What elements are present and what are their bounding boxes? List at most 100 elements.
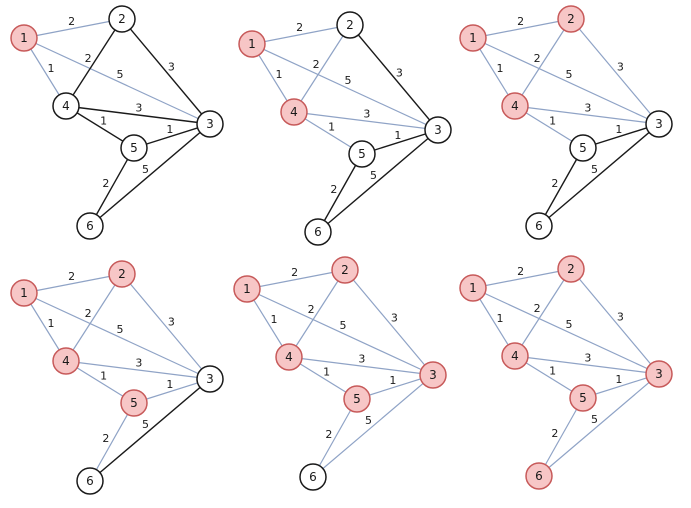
- edge-weight-5-3: 1: [166, 123, 173, 136]
- node-label-2: 2: [567, 12, 575, 26]
- edge-weight-2-4: 2: [313, 58, 320, 71]
- edge-2-3: [121, 18, 211, 125]
- node-3: [196, 365, 224, 393]
- edge-2-4: [514, 18, 572, 107]
- edge-weight-1-3: 5: [344, 74, 351, 87]
- node-2-visited: [557, 5, 585, 33]
- edge-2-3: [121, 273, 211, 380]
- node-3: [645, 110, 673, 138]
- node-label-2: 2: [118, 267, 126, 281]
- edge-1-3: [472, 287, 660, 375]
- edge-6-3: [89, 123, 211, 227]
- edge-weight-1-2: 2: [517, 265, 524, 278]
- edge-weight-1-4: 1: [275, 68, 282, 81]
- node-label-2: 2: [567, 262, 575, 276]
- edge-weight-4-5: 1: [100, 370, 107, 383]
- node-1-visited: [10, 279, 38, 307]
- node-3-visited: [419, 361, 447, 389]
- node-label-1: 1: [20, 286, 28, 300]
- node-label-5: 5: [579, 391, 587, 405]
- edge-4-3: [65, 360, 211, 380]
- edge-1-2: [472, 268, 572, 289]
- node-label-3: 3: [429, 368, 437, 382]
- edge-weight-1-4: 1: [496, 312, 503, 325]
- node-5-visited: [343, 385, 371, 413]
- node-6: [76, 467, 104, 495]
- edge-weight-1-3: 5: [339, 319, 346, 332]
- edge-6-3: [317, 129, 439, 233]
- edge-weight-1-2: 2: [296, 21, 303, 34]
- edge-1-3: [251, 43, 439, 131]
- node-label-2: 2: [118, 12, 126, 26]
- edge-weight-6-3: 5: [591, 163, 598, 176]
- node-6: [304, 218, 332, 246]
- edge-weight-6-3: 5: [142, 163, 149, 176]
- edge-weight-6-3: 5: [365, 414, 372, 427]
- edge-weight-6-3: 5: [142, 418, 149, 431]
- node-label-1: 1: [469, 31, 477, 45]
- edge-weight-1-3: 5: [116, 68, 123, 81]
- edge-weight-1-3: 5: [565, 318, 572, 331]
- node-4-visited: [501, 92, 529, 120]
- node-label-5: 5: [353, 392, 361, 406]
- node-6-visited: [525, 462, 553, 490]
- edge-1-2: [472, 18, 572, 39]
- edge-weight-4-5: 1: [323, 366, 330, 379]
- node-label-4: 4: [285, 350, 293, 364]
- node-label-4: 4: [62, 99, 70, 113]
- edge-5-6: [89, 402, 135, 482]
- edge-weight-4-5: 1: [100, 115, 107, 128]
- edge-weight-5-6: 2: [102, 177, 109, 190]
- edge-5-6: [312, 398, 358, 478]
- node-2-visited: [108, 260, 136, 288]
- edge-weight-2-3: 3: [168, 61, 175, 74]
- edge-weight-5-6: 2: [551, 177, 558, 190]
- node-label-5: 5: [358, 147, 366, 161]
- edge-weight-1-4: 1: [496, 62, 503, 75]
- edge-weight-1-3: 5: [116, 323, 123, 336]
- edge-weight-2-3: 3: [396, 67, 403, 80]
- node-label-3: 3: [206, 117, 214, 131]
- node-5-visited: [569, 384, 597, 412]
- node-5: [120, 134, 148, 162]
- node-4-visited: [501, 342, 529, 370]
- node-label-2: 2: [346, 18, 354, 32]
- node-label-1: 1: [469, 281, 477, 295]
- node-label-4: 4: [511, 99, 519, 113]
- edge-weight-1-2: 2: [68, 270, 75, 283]
- edge-weight-4-3: 3: [363, 108, 370, 121]
- edge-5-6: [317, 153, 363, 233]
- edge-weight-2-4: 2: [308, 303, 315, 316]
- node-3: [196, 110, 224, 138]
- edge-weight-2-3: 3: [168, 316, 175, 329]
- node-label-3: 3: [655, 367, 663, 381]
- edge-weight-5-6: 2: [325, 428, 332, 441]
- edge-5-6: [538, 397, 584, 477]
- edge-6-3: [538, 373, 660, 477]
- edge-1-3: [472, 37, 660, 125]
- edge-weight-1-4: 1: [270, 313, 277, 326]
- node-label-4: 4: [290, 105, 298, 119]
- node-label-1: 1: [20, 31, 28, 45]
- node-1-visited: [459, 274, 487, 302]
- edge-weight-5-6: 2: [330, 183, 337, 196]
- node-label-4: 4: [511, 349, 519, 363]
- node-label-6: 6: [535, 219, 543, 233]
- node-5: [569, 134, 597, 162]
- node-label-6: 6: [314, 225, 322, 239]
- edge-1-3: [246, 288, 434, 376]
- edge-weight-4-3: 3: [584, 352, 591, 365]
- node-label-6: 6: [86, 219, 94, 233]
- node-label-1: 1: [243, 282, 251, 296]
- edge-weight-5-3: 1: [166, 378, 173, 391]
- edge-2-4: [65, 273, 123, 362]
- node-5: [348, 140, 376, 168]
- edge-weight-6-3: 5: [370, 169, 377, 182]
- node-2: [108, 5, 136, 33]
- node-6: [299, 463, 327, 491]
- edge-weight-1-4: 1: [47, 317, 54, 330]
- edge-2-3: [349, 24, 439, 131]
- node-5-visited: [120, 389, 148, 417]
